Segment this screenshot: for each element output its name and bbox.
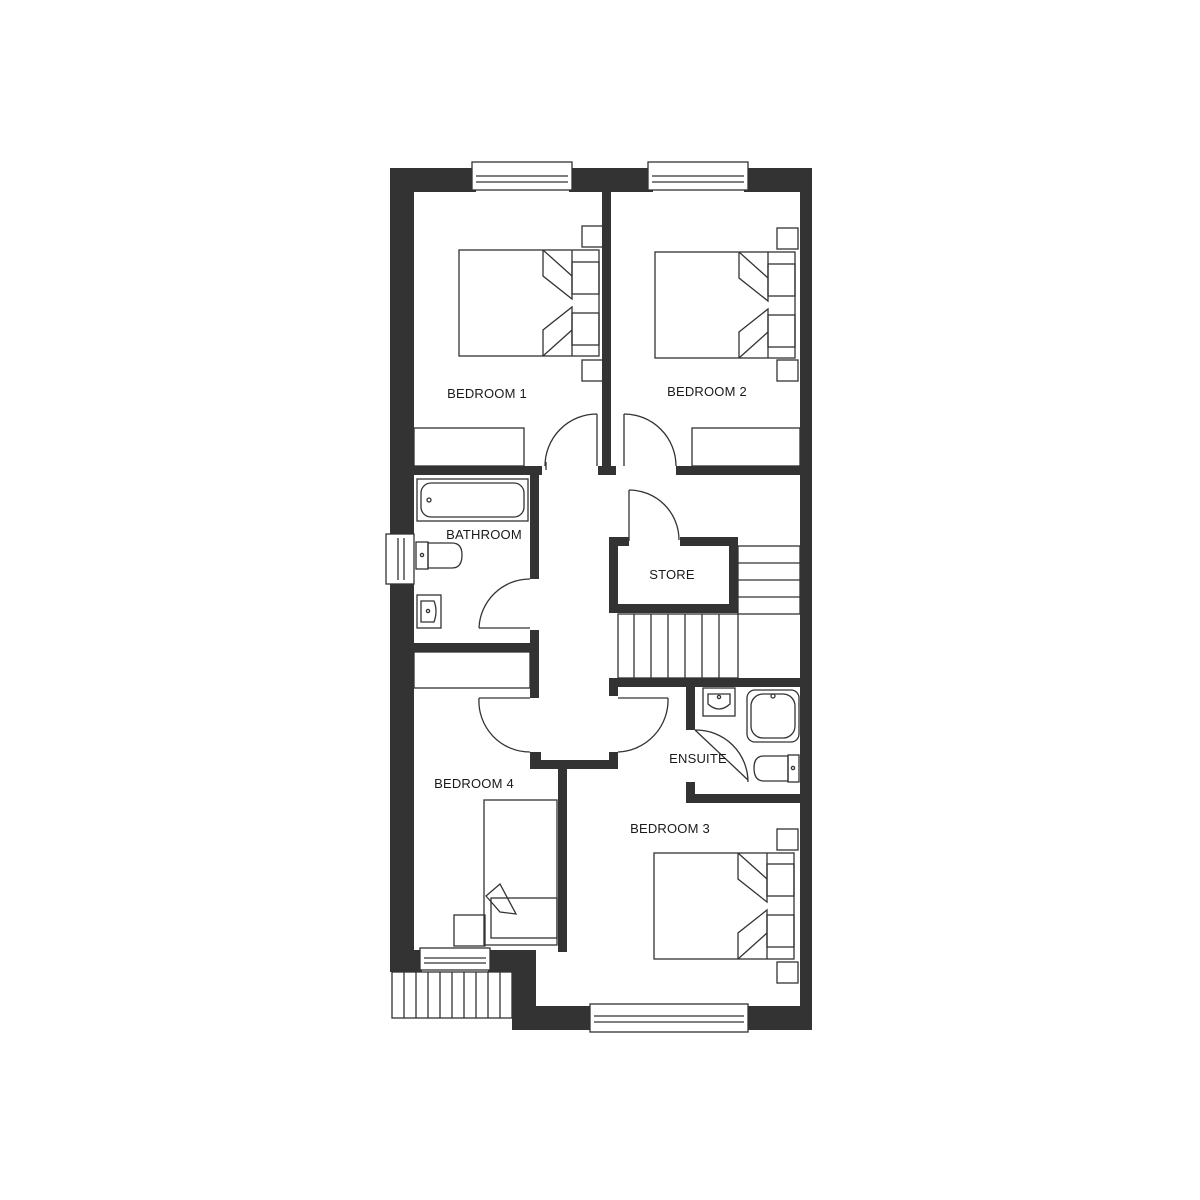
- room-labels: BEDROOM 1 BEDROOM 2 BATHROOM STORE ENSUI…: [434, 384, 747, 836]
- internal-walls: [414, 192, 800, 952]
- stairs: [617, 545, 801, 679]
- doors: [478, 413, 749, 783]
- window-bathroom: [385, 533, 415, 585]
- label-bedroom-1: BEDROOM 1: [447, 386, 527, 401]
- windows: [385, 161, 749, 1033]
- label-store: STORE: [649, 567, 695, 582]
- label-ensuite: ENSUITE: [669, 751, 727, 766]
- door-bedroom-2: [623, 413, 677, 467]
- door-bathroom: [478, 578, 531, 629]
- label-bedroom-2: BEDROOM 2: [667, 384, 747, 399]
- furniture-bedroom-4: [413, 651, 558, 947]
- furniture-bedroom-3: [653, 828, 799, 984]
- furniture-ensuite: [702, 687, 800, 783]
- furniture-bedroom-1: [413, 225, 604, 467]
- furniture-bedroom-2: [654, 227, 801, 467]
- external-steps: [391, 971, 513, 1019]
- door-bedroom-4: [478, 697, 531, 753]
- door-bedroom-1: [544, 413, 598, 470]
- window-bedroom-3: [589, 1003, 749, 1033]
- outer-walls: [390, 168, 812, 1030]
- door-bedroom-3: [617, 697, 669, 753]
- window-bedroom-1: [471, 161, 573, 191]
- window-bedroom-2: [647, 161, 749, 191]
- label-bedroom-4: BEDROOM 4: [434, 776, 514, 791]
- label-bedroom-3: BEDROOM 3: [630, 821, 710, 836]
- label-bathroom: BATHROOM: [446, 527, 522, 542]
- furniture-bathroom: [415, 478, 529, 629]
- door-store: [628, 489, 680, 541]
- door-ensuite: [694, 729, 749, 783]
- window-bedroom-4: [419, 947, 491, 971]
